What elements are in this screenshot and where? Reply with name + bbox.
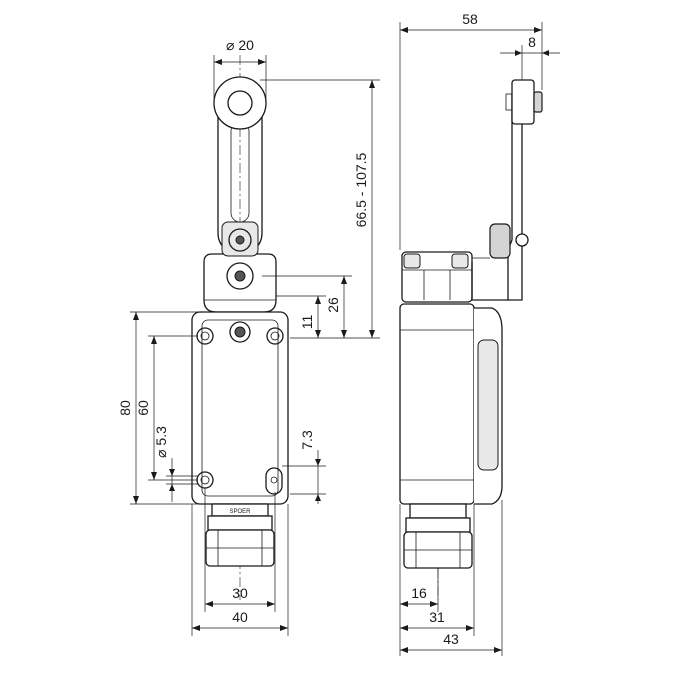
clamp-screw-hex <box>235 235 245 245</box>
dim-40-arrow-l <box>192 625 200 631</box>
dim-43-arrow-r <box>494 647 502 653</box>
dim-body-width: 40 <box>232 609 248 625</box>
cable-gland: SPOER <box>205 503 275 567</box>
dim-40-arrow-r <box>280 625 288 631</box>
side-cover-bulge <box>477 339 499 471</box>
lever-plate <box>507 94 523 301</box>
side-head <box>401 251 473 303</box>
switch-body <box>191 311 289 505</box>
side-roller-axle <box>533 91 543 113</box>
side-head-cap-l <box>403 253 421 269</box>
dim-16-arrow-r <box>430 601 438 607</box>
dim-8-arrow-r <box>542 50 549 56</box>
side-roller-body <box>511 79 535 125</box>
side-clamp <box>489 223 511 259</box>
body-outline <box>191 311 289 505</box>
brand-label: SPOER <box>229 509 251 515</box>
dim-31-arrow-l <box>400 625 408 631</box>
dim-overall-depth: 58 <box>462 11 478 27</box>
actuator-head <box>203 221 277 313</box>
dim-53-arrow-t <box>169 469 175 476</box>
dim-hole-spacing-v: 60 <box>135 400 151 416</box>
cover-inner <box>201 319 279 497</box>
dim-overall-height: 80 <box>117 400 133 416</box>
front-view: SPOER <box>191 55 289 600</box>
dim-head-offset: 11 <box>299 315 315 330</box>
mount-hole-tr <box>266 327 284 345</box>
side-body <box>399 303 503 505</box>
side-view <box>399 79 543 600</box>
side-gland <box>403 503 473 569</box>
dim-roller-arrow-l <box>214 59 222 65</box>
roller <box>213 76 267 130</box>
side-head-cap-r <box>451 253 469 269</box>
mount-hole-tr-inner <box>270 331 280 341</box>
dim-73-arrow-t <box>315 459 321 466</box>
cover-screw-head <box>234 326 246 338</box>
dim-lever-arrow-t <box>369 80 375 88</box>
dim-hole-spacing-h: 30 <box>232 585 248 601</box>
dim-body-depth: 31 <box>429 609 445 625</box>
dim-8-arrow-l <box>515 50 522 56</box>
side-gland-thread <box>405 517 471 533</box>
side-dimensions: 58 8 16 31 43 <box>399 11 560 656</box>
dim-actuator-height: 26 <box>325 297 341 313</box>
side-body-outline <box>399 303 475 505</box>
dim-26-arrow-t <box>341 276 347 284</box>
roller-hub <box>227 90 253 116</box>
dim-11-arrow-b <box>315 330 321 338</box>
side-lever <box>471 94 529 301</box>
side-shaft <box>515 233 529 247</box>
dim-roller-diameter: ⌀ 20 <box>226 37 254 53</box>
dim-11-arrow-t <box>315 296 321 304</box>
dim-gland-offset: 16 <box>411 585 427 601</box>
side-gland-nut <box>409 503 467 519</box>
dim-30-arrow-r <box>267 601 275 607</box>
cover-screw <box>229 321 251 343</box>
dim-53-arrow-b <box>169 484 175 491</box>
side-lever-base <box>471 262 508 301</box>
side-roller <box>505 79 543 125</box>
front-dimensions: ⌀ 20 66.5 - 107.5 26 11 80 60 <box>117 37 380 636</box>
dim-hole-inset: 7.3 <box>299 430 315 450</box>
dim-73-arrow-b <box>315 494 321 501</box>
side-roller-pin <box>505 93 513 111</box>
dim-80-arrow-t <box>133 312 139 320</box>
dim-16-arrow-l <box>400 601 408 607</box>
mount-hole-bl-inner <box>200 475 210 485</box>
dim-roller-width: 8 <box>528 34 536 50</box>
mount-slot-br <box>265 467 283 495</box>
dim-31-arrow-r <box>466 625 474 631</box>
dim-depth-with-cover: 43 <box>443 631 459 647</box>
clamp-screw <box>228 228 252 252</box>
gland-thread <box>207 515 273 531</box>
dim-58-arrow-r <box>534 27 542 33</box>
dim-lever-arrow-b <box>369 330 375 338</box>
dim-58-arrow-l <box>400 27 408 33</box>
mount-hole-tl-inner <box>200 331 210 341</box>
dim-80-arrow-b <box>133 496 139 504</box>
mount-slot-br-inner <box>270 476 278 484</box>
dim-60-arrow-b <box>151 472 157 480</box>
dim-hole-diameter: ⌀ 5.3 <box>153 426 169 458</box>
dim-roller-arrow-r <box>258 59 266 65</box>
dim-lever-length: 66.5 - 107.5 <box>353 152 369 227</box>
dim-43-arrow-l <box>400 647 408 653</box>
dim-26-arrow-b <box>341 330 347 338</box>
dim-60-arrow-t <box>151 336 157 344</box>
roller-outer <box>213 76 267 130</box>
shaft-hex <box>234 270 246 282</box>
dim-30-arrow-l <box>205 601 213 607</box>
